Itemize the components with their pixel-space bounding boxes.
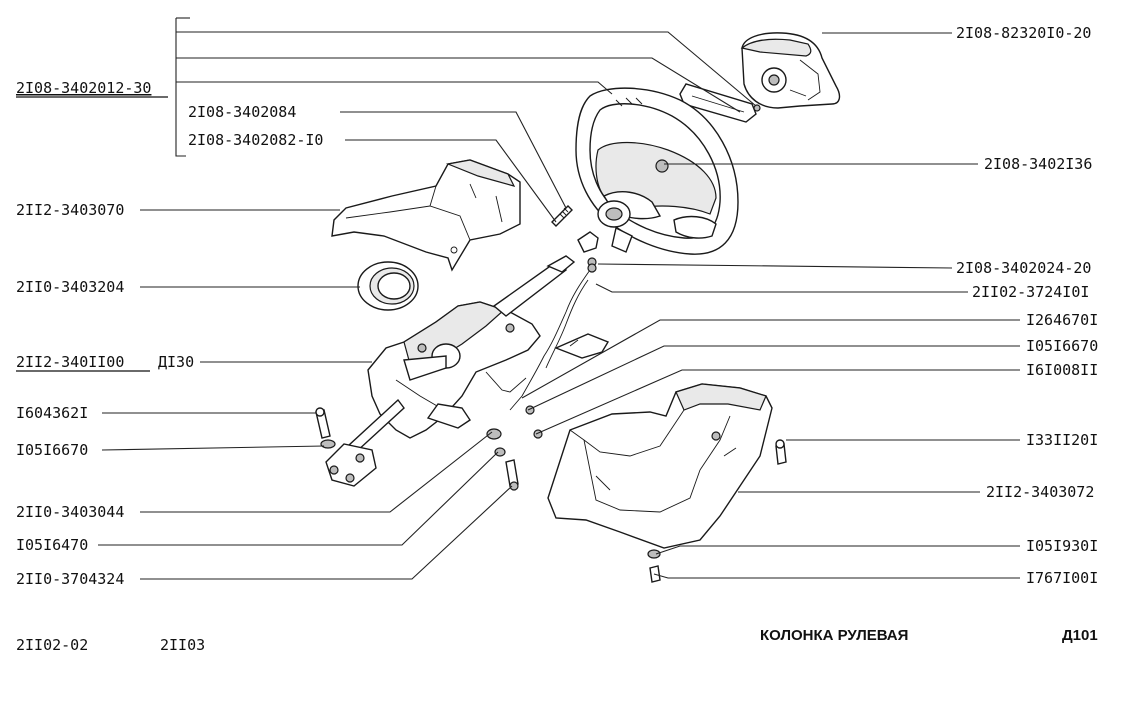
label-washer-c: I05I930I bbox=[1026, 537, 1098, 555]
label-part-b: I05I6670 bbox=[1026, 337, 1098, 355]
label-assembly-wheel: 2I08-3402012-30 bbox=[16, 79, 151, 97]
label-wire: 2II02-3724I0I bbox=[972, 283, 1089, 301]
upper-shroud bbox=[331, 159, 521, 272]
leader-lines bbox=[98, 17, 1020, 580]
footer-title: КОЛОНКА РУЛЕВАЯ bbox=[760, 627, 908, 644]
label-washer-2: I05I6470 bbox=[16, 536, 88, 554]
label-part-a: I264670I bbox=[1026, 311, 1098, 329]
steering-column bbox=[325, 255, 576, 487]
label-nut-wheel: 2I08-3402I36 bbox=[984, 155, 1092, 173]
small-fasteners bbox=[486, 405, 543, 491]
airbag-module bbox=[740, 32, 841, 109]
label-pin: 2I08-3402082-I0 bbox=[188, 131, 323, 149]
footer-page-code: Д101 bbox=[1062, 627, 1098, 644]
footer-model-2: 2II03 bbox=[160, 636, 205, 654]
spring-part bbox=[551, 205, 573, 227]
label-column-suffix: ДI30 bbox=[158, 353, 194, 371]
label-bushing: 2I08-3402024-20 bbox=[956, 259, 1091, 277]
label-screw-c: I767I00I bbox=[1026, 569, 1098, 587]
bolt-part bbox=[315, 407, 336, 449]
label-washer-1: I05I6670 bbox=[16, 441, 88, 459]
label-ring: 2II0-3403204 bbox=[16, 278, 124, 296]
label-nut-1: 2II0-3403044 bbox=[16, 503, 124, 521]
label-bolt: I604362I bbox=[16, 404, 88, 422]
lower-shroud bbox=[547, 383, 773, 549]
label-spring: 2I08-3402084 bbox=[188, 103, 296, 121]
label-column-assembly: 2II2-340II00 bbox=[16, 353, 124, 371]
label-lower-shroud: 2II2-3403072 bbox=[986, 483, 1094, 501]
label-screw-b: I33II20I bbox=[1026, 431, 1098, 449]
small-bracket bbox=[554, 333, 610, 359]
steering-wheel bbox=[575, 87, 739, 255]
label-airbag: 2I08-82320I0-20 bbox=[956, 24, 1091, 42]
bushing-part bbox=[577, 231, 599, 267]
rubber-ring bbox=[357, 261, 419, 311]
label-upper-shroud: 2II2-3403070 bbox=[16, 201, 124, 219]
footer-model-1: 2II02-02 bbox=[16, 636, 88, 654]
label-screw: 2II0-3704324 bbox=[16, 570, 124, 588]
label-part-c: I6I008II bbox=[1026, 361, 1098, 379]
wire-harness bbox=[509, 263, 597, 411]
